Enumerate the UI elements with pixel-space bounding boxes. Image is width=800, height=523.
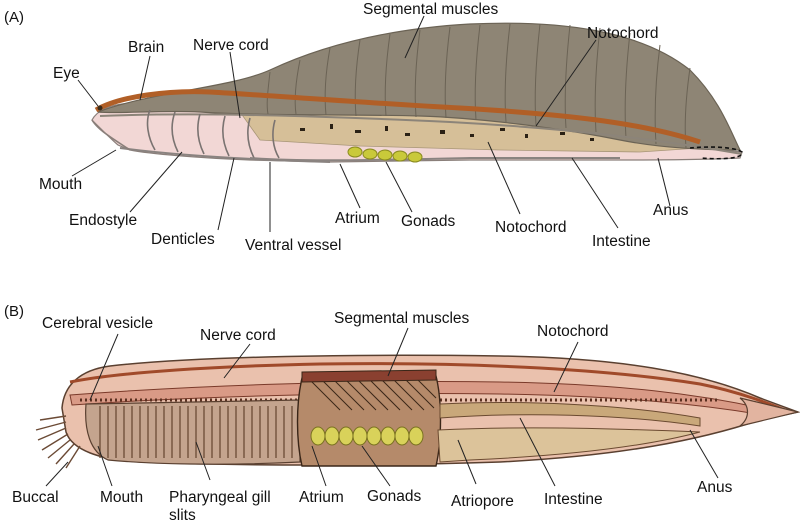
panel-b-gonads [310,426,424,446]
label-a-ventral-vessel: Ventral vessel [245,237,342,254]
panel-a-mouth [91,119,131,151]
label-a-nerve-cord: Nerve cord [193,37,269,54]
panel-b-tag: (B) [4,303,24,320]
panel-b-leaders [45,327,719,487]
panel-b-gill-slits [99,406,293,458]
label-b-gonads: Gonads [367,488,422,505]
label-b-pharyngeal-gill-slits-1: Pharyngeal gill [169,489,271,506]
label-a-denticles: Denticles [151,231,215,248]
label-b-segmental-muscles: Segmental muscles [334,310,470,327]
panel-a-nerve-cord [94,89,701,145]
panel-a-eye [97,105,103,111]
panel-b-muscle-lines [309,379,437,411]
label-b-atrium: Atrium [299,489,344,506]
label-a-mouth: Mouth [39,176,82,193]
panel-a-ventral-vessel [249,157,620,162]
panel-a-gonads [347,146,423,163]
panel-b-muscle-top [301,369,437,383]
panel-b-atrium [437,427,701,463]
label-b-pharyngeal-gill-slits-2: slits [169,507,196,523]
panel-b-intestine [439,402,701,427]
label-b-anus: Anus [697,479,733,496]
panel-a-leaders [71,15,671,232]
label-b-nerve-cord: Nerve cord [200,327,276,344]
label-a-atrium: Atrium [335,210,380,227]
label-a-eye: Eye [53,65,80,82]
label-b-notochord: Notochord [537,323,609,340]
label-a-intestine: Intestine [592,233,651,250]
panel-a-notochord-line [99,113,743,155]
panel-b-nerve-cord [69,362,791,414]
panel-a: (A) [4,1,743,254]
label-a-endostyle: Endostyle [69,212,137,229]
panel-a-gill-bars [146,109,280,159]
label-b-cerebral-vesicle: Cerebral vesicle [42,315,153,332]
label-a-gonads: Gonads [401,213,456,230]
label-b-intestine: Intestine [544,491,603,508]
label-a-notochord: Notochord [587,25,659,42]
panel-a-tag: (A) [4,9,24,26]
panel-b-buccal-cirri [35,415,81,469]
label-a-notochord-lower: Notochord [495,219,567,236]
panel-a-endostyle [119,147,331,163]
label-b-buccal: Buccal [12,489,59,506]
label-a-anus: Anus [653,202,689,219]
label-a-segmental-muscles: Segmental muscles [363,1,499,18]
panel-b: (B) [4,303,800,523]
panel-b-pharynx [85,399,301,465]
panel-a-tail [689,146,743,160]
label-a-brain: Brain [128,39,164,56]
panel-a-gut-speckles [300,124,594,141]
label-b-mouth: Mouth [100,489,143,506]
panel-b-tail [739,397,799,427]
label-b-atriopore: Atriopore [451,493,514,510]
